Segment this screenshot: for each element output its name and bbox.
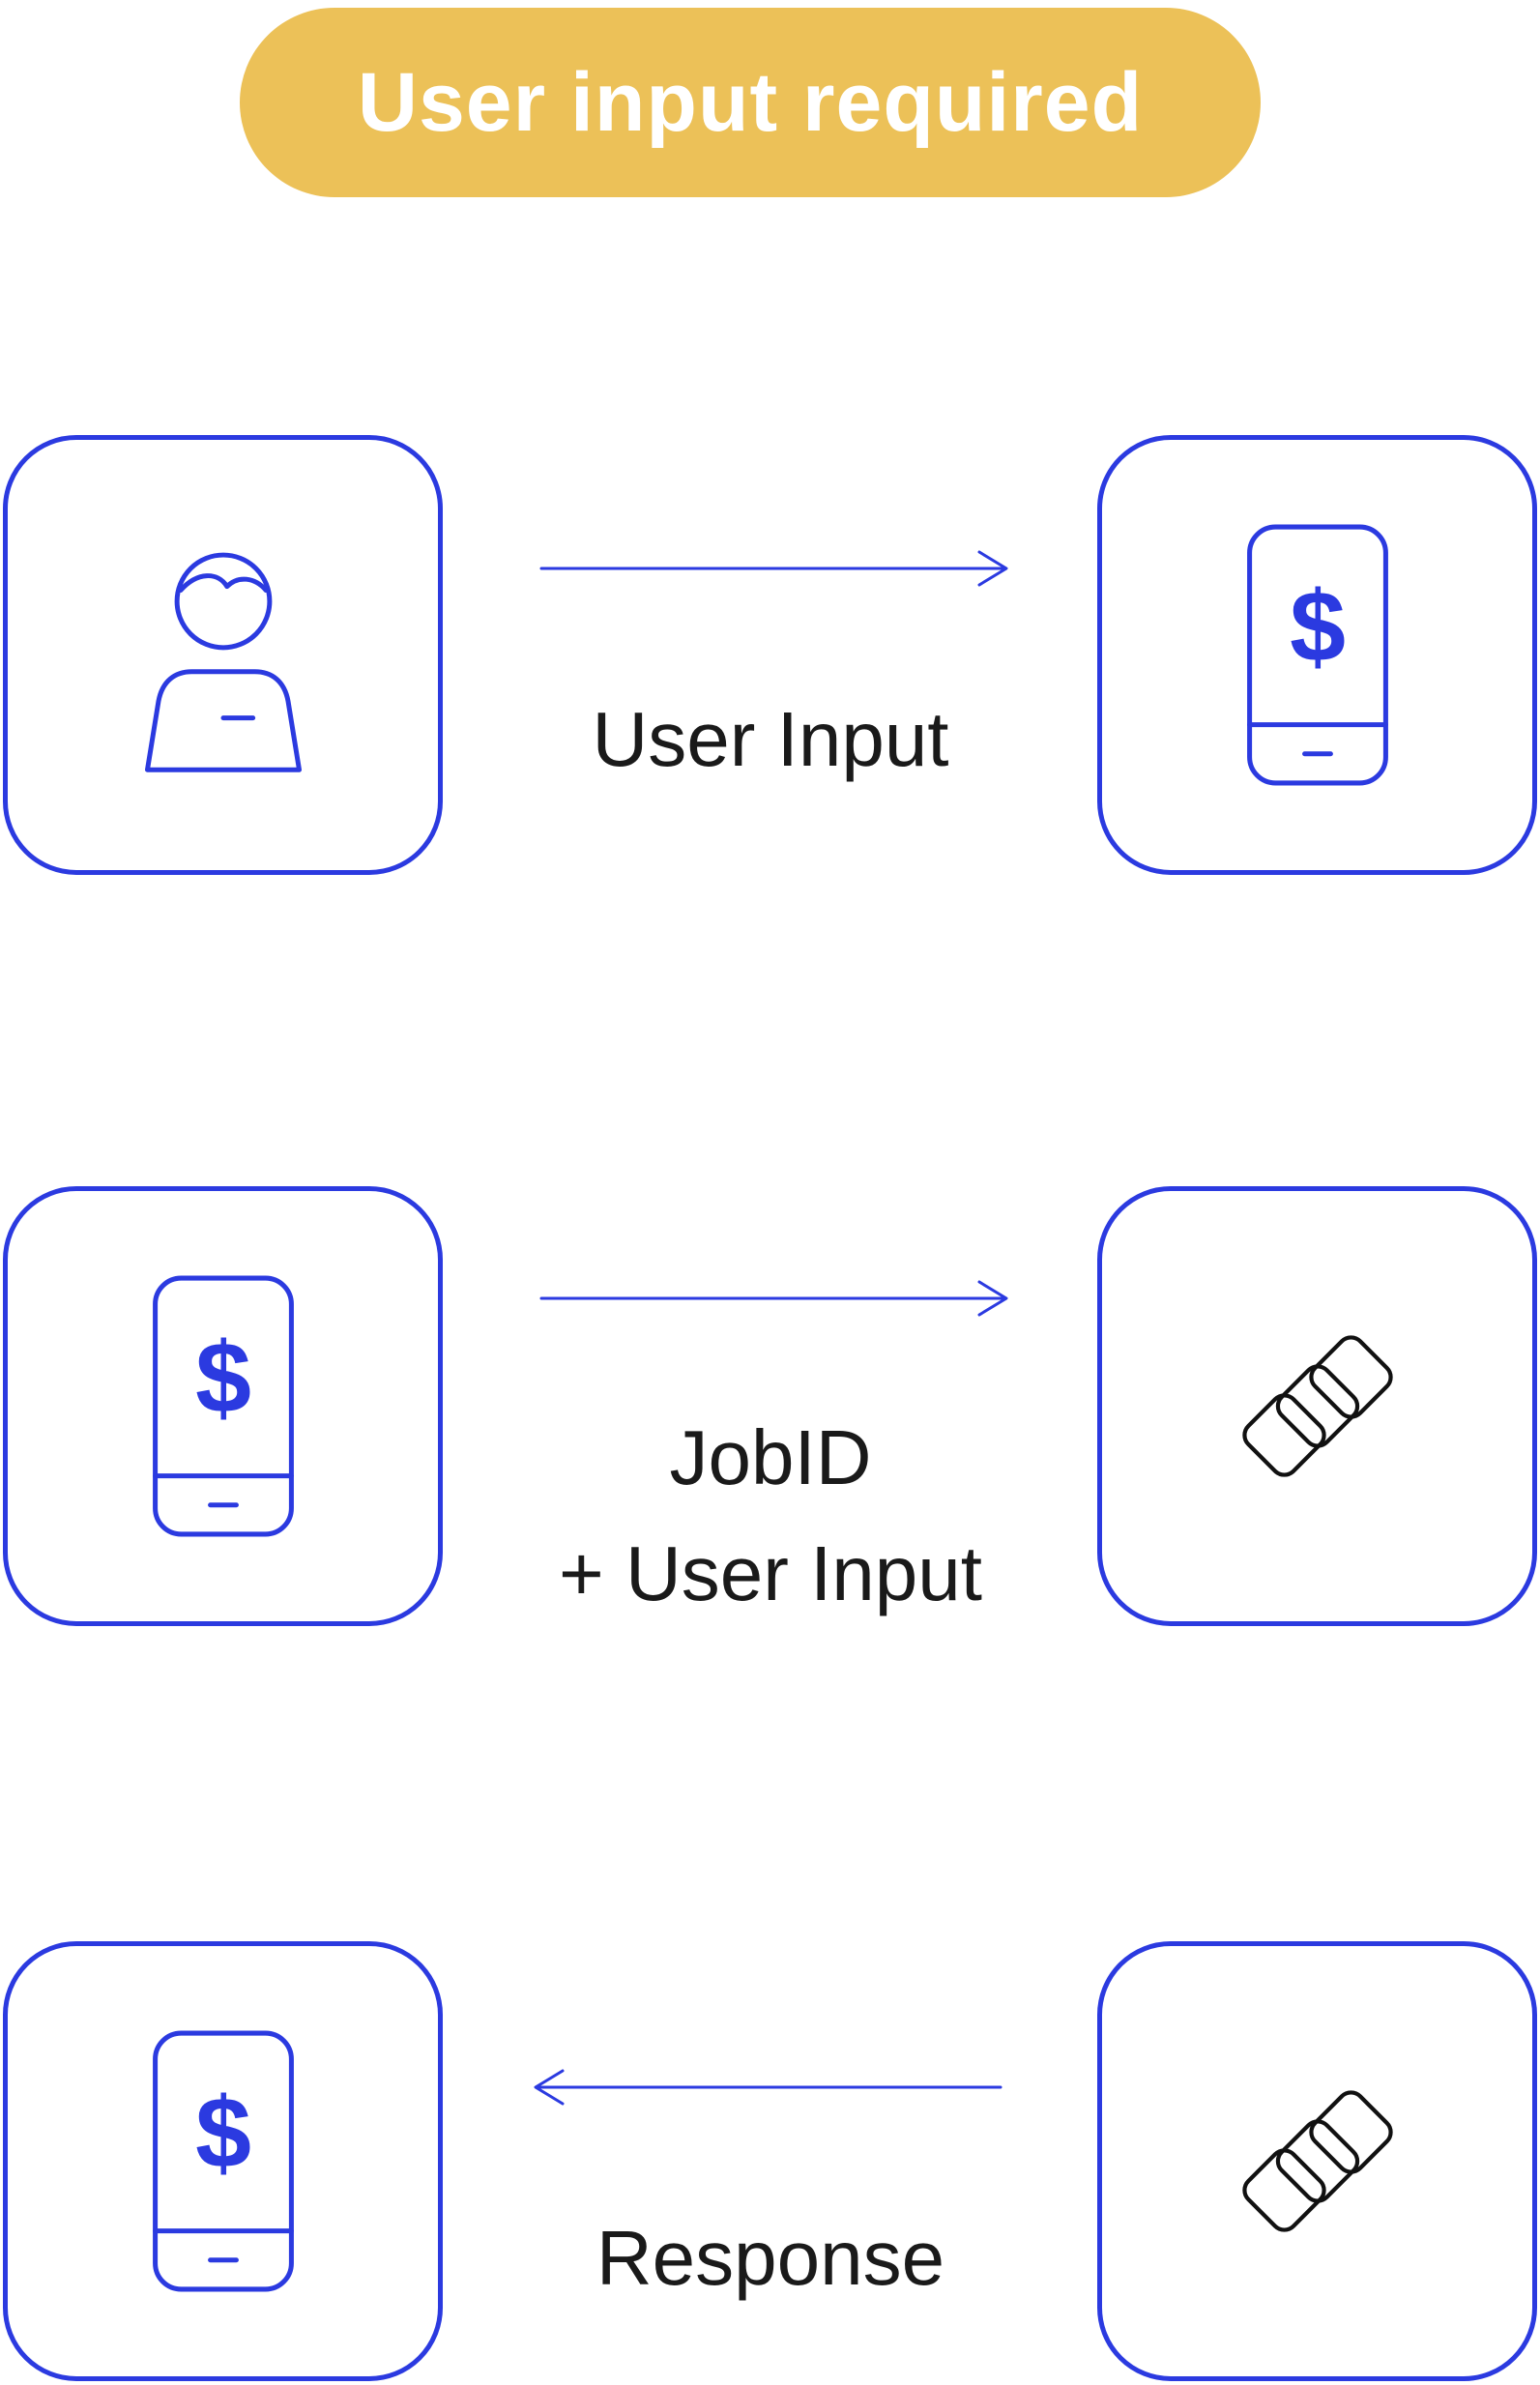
- phone-box-middle: [3, 1186, 443, 1626]
- user-icon: [112, 535, 334, 775]
- arrow-right-icon: [538, 1269, 1012, 1327]
- arrow-label-user-input: User Input: [592, 682, 948, 798]
- label-line: JobID: [669, 1414, 872, 1500]
- phone-dollar-icon: [142, 1268, 305, 1544]
- status-badge: User input required: [240, 8, 1261, 197]
- label-line: + User Input: [558, 1530, 983, 1616]
- phone-box-bottom: [3, 1941, 443, 2381]
- arrow-label-response: Response: [596, 2200, 944, 2316]
- status-badge-label: User input required: [357, 55, 1144, 149]
- plaid-box-bottom: [1097, 1941, 1537, 2381]
- label-line: User Input: [592, 696, 949, 782]
- plaid-logo-icon: [1216, 2067, 1419, 2255]
- phone-box-top: [1097, 435, 1537, 875]
- plaid-box-middle: [1097, 1186, 1537, 1626]
- label-line: Response: [596, 2215, 945, 2301]
- arrow-label-jobid-user-input: JobID + User Input: [559, 1400, 982, 1632]
- user-box: [3, 435, 443, 875]
- arrow-right-icon: [538, 539, 1012, 597]
- phone-dollar-icon: [142, 2023, 305, 2299]
- phone-dollar-icon: [1236, 517, 1399, 793]
- plaid-logo-icon: [1216, 1312, 1419, 1500]
- arrow-left-icon: [530, 2058, 1003, 2116]
